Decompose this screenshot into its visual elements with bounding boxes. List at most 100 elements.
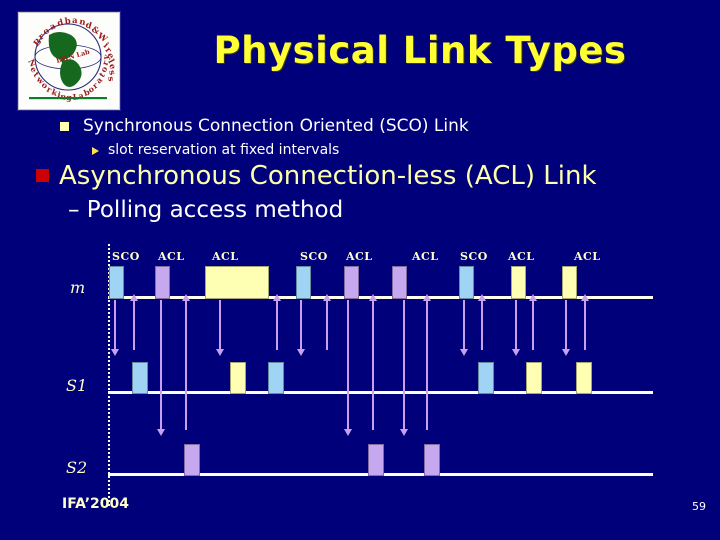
row-label-slave2: S2 [66, 458, 88, 477]
svg-text:o: o [42, 26, 52, 38]
svg-text:r: r [100, 58, 111, 66]
timing-arrow [369, 294, 377, 430]
red-square-bullet-icon [36, 169, 49, 182]
slot-label: SCO [300, 250, 328, 263]
triangle-bullet-icon [92, 147, 99, 155]
svg-text:o: o [86, 83, 96, 95]
svg-text:r: r [90, 80, 100, 91]
slot-label: SCO [112, 250, 140, 263]
diagram-start-dotted-line [108, 244, 110, 506]
timing-arrow [581, 294, 589, 350]
master-slot-block [205, 266, 269, 299]
svg-text:s: s [105, 76, 116, 83]
timing-arrow [460, 300, 468, 356]
svg-text:N: N [26, 57, 38, 68]
svg-text:a: a [77, 90, 84, 101]
svg-text:a: a [93, 75, 104, 86]
svg-text:t: t [32, 70, 42, 80]
slave2-slot-block [424, 444, 440, 476]
master-slot-block [511, 266, 526, 299]
timing-arrow [182, 294, 190, 430]
bullet-item-sco: Synchronous Connection Oriented (SCO) Li… [60, 116, 469, 137]
master-slot-block [344, 266, 359, 299]
timing-arrow [400, 300, 408, 436]
timing-arrow [478, 294, 486, 350]
slave1-slot-block [576, 362, 592, 394]
slide-number: 59 [692, 500, 706, 513]
bullet-item-acl-label: Asynchronous Connection-less (ACL) Link [59, 161, 597, 191]
timing-arrow [344, 300, 352, 436]
svg-text:n: n [78, 17, 86, 28]
svg-text:e: e [105, 51, 117, 62]
svg-text:d: d [84, 20, 93, 31]
svg-text:r: r [45, 84, 54, 95]
slot-label: ACL [508, 250, 535, 263]
bullet-sub-polling-label: – Polling access method [68, 197, 344, 223]
svg-text:r: r [37, 31, 47, 42]
svg-text:i: i [101, 41, 111, 51]
bullet-item-sco-label: Synchronous Connection Oriented (SCO) Li… [83, 116, 469, 136]
svg-text:b: b [64, 16, 71, 27]
bullet-sub-slot-reservation: slot reservation at fixed intervals [92, 142, 339, 159]
slave1-timeline-axis [108, 391, 653, 394]
bullet-item-acl: Asynchronous Connection-less (ACL) Link [36, 160, 597, 192]
svg-text:b: b [82, 86, 91, 97]
timing-arrow [130, 294, 138, 350]
slot-label: ACL [158, 250, 185, 263]
bwn-lab-logo: B r o a d b a n d & W i r e l e s s N [18, 12, 120, 110]
timing-arrow [111, 300, 119, 356]
svg-text:o: o [98, 64, 110, 74]
master-slot-block [155, 266, 170, 299]
footer-conference: IFA’2004 [62, 496, 129, 512]
svg-text:d: d [56, 18, 64, 29]
svg-text:n: n [60, 91, 67, 102]
svg-text:r: r [103, 46, 114, 56]
slave2-slot-block [368, 444, 384, 476]
svg-text:a: a [72, 16, 78, 26]
master-slot-block [109, 266, 124, 299]
svg-text:a: a [48, 21, 57, 33]
master-timeline-axis [108, 296, 653, 299]
master-slot-block [296, 266, 311, 299]
timing-arrow [323, 294, 331, 350]
timing-arrow [529, 294, 537, 350]
svg-text:s: s [106, 69, 117, 77]
svg-text:e: e [28, 64, 39, 74]
svg-text:e: e [106, 62, 117, 71]
master-slot-block [562, 266, 577, 299]
slot-label: ACL [574, 250, 601, 263]
slave1-slot-block [526, 362, 542, 394]
timing-diagram: m S1 S2 SCO ACL ACL SCO ACL ACL SCO ACL ACL [0, 236, 720, 506]
timing-arrow [157, 300, 165, 436]
slot-label: SCO [460, 250, 488, 263]
slot-label: ACL [212, 250, 239, 263]
row-label-master: m [70, 278, 86, 297]
square-bullet-icon [60, 122, 69, 131]
slot-label: ACL [346, 250, 373, 263]
slot-label: ACL [412, 250, 439, 263]
slave1-slot-block [478, 362, 494, 394]
svg-text:t: t [97, 70, 107, 79]
svg-text:&: & [90, 25, 102, 37]
master-slot-block [459, 266, 474, 299]
svg-text:i: i [57, 89, 62, 99]
timing-arrow [562, 300, 570, 356]
bullet-sub-slot-reservation-label: slot reservation at fixed intervals [108, 142, 340, 158]
svg-text:l: l [105, 58, 116, 66]
slave1-slot-block [132, 362, 148, 394]
timing-arrow [297, 300, 305, 356]
timing-arrow [423, 294, 431, 430]
slave1-slot-block [230, 362, 246, 394]
timing-arrow [273, 294, 281, 350]
page-title: Physical Link Types [213, 29, 627, 72]
slave2-slot-block [184, 444, 200, 476]
svg-text:L: L [72, 91, 79, 102]
svg-text:k: k [50, 86, 59, 97]
svg-text:o: o [40, 79, 51, 91]
slave1-slot-block [268, 362, 284, 394]
svg-text:y: y [100, 53, 111, 61]
timing-arrow [512, 300, 520, 356]
timing-arrow [216, 300, 224, 356]
row-label-slave1: S1 [66, 376, 88, 395]
